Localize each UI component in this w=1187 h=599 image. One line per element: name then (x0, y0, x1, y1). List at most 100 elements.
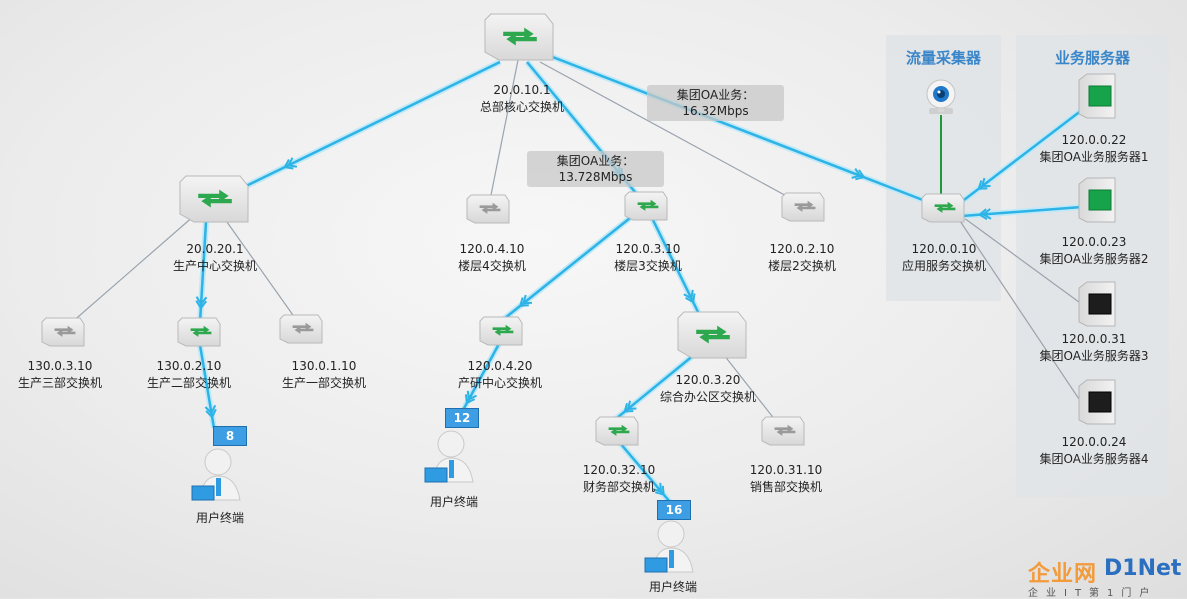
watermark-en: D1Net (1104, 556, 1182, 581)
node-name: 集团OA业务服务器3 (1039, 349, 1149, 363)
floor3-switch[interactable] (624, 191, 668, 221)
server-dark-icon (1088, 293, 1112, 315)
node-name: 销售部交换机 (749, 480, 822, 494)
node-name: 集团OA业务服务器2 (1039, 252, 1149, 266)
flow-core-prodcenter-arrow-icon (283, 157, 298, 170)
prod2-switch[interactable] (177, 317, 221, 347)
flow-links (195, 53, 1084, 504)
servers-panel-title: 业务服务器 (1054, 49, 1130, 67)
node-name: 楼层2交换机 (768, 259, 836, 273)
node-name: 生产中心交换机 (172, 259, 258, 273)
srv4-label: 120.0.0.24 集团OA业务服务器4 (1039, 434, 1148, 468)
flow-floor3-rd (499, 217, 631, 323)
flow-prod2-user-arrow-icon (204, 404, 217, 419)
node-ip: 20.0.20.1 (186, 242, 244, 256)
flow-floor3-rd-arrow-icon (518, 294, 533, 307)
app-switch[interactable] (921, 193, 965, 223)
floor4-switch[interactable] (466, 194, 510, 224)
node-ip: 130.0.1.10 (291, 359, 357, 373)
server-dark-icon (1088, 391, 1112, 413)
node-ip: 120.0.0.10 (911, 242, 977, 256)
srv2-server[interactable] (1078, 177, 1116, 223)
prod3-label: 130.0.3.10 生产三部交换机 (18, 358, 102, 392)
node-name: 综合办公区交换机 (659, 390, 757, 404)
link-prodcenter-prod1 (221, 214, 301, 326)
sales-switch[interactable] (761, 416, 805, 446)
node-name: 集团OA业务服务器4 (1039, 452, 1149, 466)
user-terminal-label: 用户终端 (195, 511, 245, 525)
node-ip: 120.0.3.10 (615, 242, 681, 256)
prod-center-switch[interactable] (179, 175, 249, 223)
rd-switch[interactable] (479, 316, 523, 346)
node-ip: 120.0.31.10 (749, 463, 823, 477)
user-terminal-icon[interactable] (424, 430, 474, 483)
collector-panel: 流量采集器 (886, 35, 1001, 301)
traffic-callout-core-floor3: 集团OA业务： 13.728Mbps (527, 151, 664, 187)
traffic-title: 集团OA业务： (556, 154, 635, 168)
flow-finance-user-arrow-icon (652, 482, 665, 496)
node-name: 生产二部交换机 (146, 376, 232, 390)
node-ip: 130.0.2.10 (156, 359, 222, 373)
prod3-switch[interactable] (41, 317, 85, 347)
collector-panel-title: 流量采集器 (905, 49, 981, 67)
srv1-server[interactable] (1078, 73, 1116, 119)
floor2-switch[interactable] (781, 192, 825, 222)
node-ip: 120.0.3.20 (675, 373, 741, 387)
server-green-icon (1088, 189, 1112, 211)
core-switch[interactable] (484, 13, 555, 61)
traffic-callout-core-app: 集团OA业务： 16.32Mbps (647, 85, 784, 121)
watermark-sub: 企业IT第1门户 (1028, 588, 1158, 599)
node-name: 应用服务交换机 (901, 259, 987, 273)
node-name: 楼层3交换机 (614, 259, 682, 273)
node-ip: 20.0.10.1 (493, 83, 551, 97)
prod2-label: 130.0.2.10 生产二部交换机 (147, 358, 231, 392)
flow-floor3-office-arrow-icon (683, 289, 696, 304)
user-terminal-icon[interactable] (191, 448, 241, 501)
node-ip: 120.0.4.20 (467, 359, 533, 373)
node-name: 产研中心交换机 (457, 376, 543, 390)
traffic-rate: 16.32Mbps (682, 104, 749, 118)
camera-collector-icon[interactable] (926, 79, 956, 114)
idle-links (62, 49, 1084, 431)
office-switch[interactable] (677, 311, 747, 359)
traffic-title: 集团OA业务： (676, 88, 755, 102)
floor3-label: 120.0.3.10 楼层3交换机 (614, 241, 682, 275)
office-label: 120.0.3.20 综合办公区交换机 (660, 372, 756, 406)
traffic-rate: 13.728Mbps (558, 170, 633, 184)
prod1-switch[interactable] (279, 314, 323, 344)
link-app-srv3 (959, 214, 1084, 306)
flow-office-finance-arrow-icon (623, 400, 637, 413)
user-count-badge[interactable]: 16 (657, 500, 691, 520)
node-name: 生产三部交换机 (17, 376, 103, 390)
finance-switch[interactable] (595, 416, 639, 446)
srv4-server[interactable] (1078, 379, 1116, 425)
node-ip: 130.0.3.10 (27, 359, 93, 373)
user-terminal-label: 用户终端 (429, 495, 479, 509)
srv3-server[interactable] (1078, 281, 1116, 327)
flow-srv2-app-arrow-icon (977, 208, 992, 220)
node-name: 集团OA业务服务器1 (1039, 150, 1149, 164)
server-green-icon (1088, 85, 1112, 107)
link-core-floor2 (539, 61, 804, 206)
user-terminal-icon[interactable] (644, 520, 694, 573)
node-name: 楼层4交换机 (458, 259, 526, 273)
node-ip: 120.0.32.10 (582, 463, 656, 477)
prod1-label: 130.0.1.10 生产一部交换机 (282, 358, 366, 392)
node-name: 总部核心交换机 (479, 100, 565, 114)
user-count-badge[interactable]: 8 (213, 426, 247, 446)
flow-core-prodcenter (241, 60, 501, 190)
rd-label: 120.0.4.20 产研中心交换机 (458, 358, 542, 392)
core-switch-label: 20.0.10.1 总部核心交换机 (480, 82, 564, 116)
node-name: 财务部交换机 (582, 480, 655, 494)
node-ip: 120.0.0.24 (1061, 435, 1127, 449)
sales-label: 120.0.31.10 销售部交换机 (750, 462, 823, 496)
user-count-badge[interactable]: 12 (445, 408, 479, 428)
d1net-watermark-logo: 企业网 D1Net 企业IT第1门户 (1028, 556, 1187, 599)
node-name: 生产一部交换机 (281, 376, 367, 390)
